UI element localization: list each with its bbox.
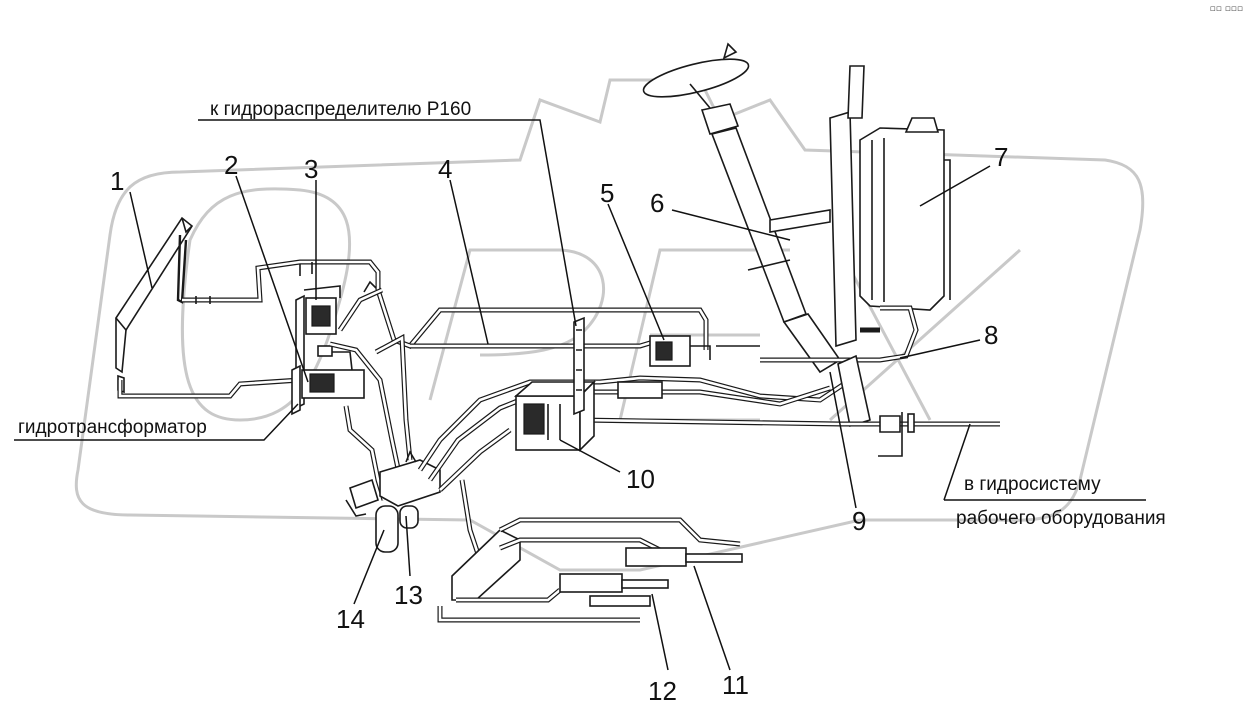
part-8-return-pipe [716,305,919,363]
part-13-14-filters [345,450,441,553]
label-10: 10 [626,464,655,494]
part-6-steering-column [642,42,842,374]
label-3: 3 [304,154,318,184]
label-13: 13 [394,580,423,610]
leader-lines [14,119,1146,671]
label-to-distributor: к гидрораспределителю Р160 [210,99,471,120]
label-12: 12 [648,676,677,706]
label-6: 6 [650,188,664,218]
hoses-main-bundle [417,375,852,492]
label-1: 1 [110,166,124,196]
part-9-pipe [837,354,1000,457]
part-1-panel [115,216,194,394]
label-to-hydraulic-system-1: в гидросистему [964,474,1101,495]
hoses-lower-left [329,333,413,501]
label-2: 2 [224,150,238,180]
part-2-3-filter-assembly [291,285,365,416]
text-annotations: к гидрораспределителю Р160 гидротрансфор… [18,99,1166,529]
label-11: 11 [722,670,749,700]
label-torque-converter: гидротрансформатор [18,417,207,438]
label-5: 5 [600,178,614,208]
label-14: 14 [336,604,365,634]
bracket-vertical [573,316,585,416]
number-labels: 1 2 3 4 5 6 7 8 9 10 11 12 13 14 [110,142,1008,706]
label-7: 7 [994,142,1008,172]
label-9: 9 [852,506,866,536]
window-control-dots: ▫▫ ▫▫▫ [1209,4,1243,14]
label-4: 4 [438,154,452,184]
pipes-left [117,259,381,399]
label-to-hydraulic-system-2: рабочего оборудования [956,508,1166,529]
label-8: 8 [984,320,998,350]
part-11-12-cylinders [437,479,743,623]
part-7-tank [829,65,951,348]
part-5-valve [649,335,711,367]
